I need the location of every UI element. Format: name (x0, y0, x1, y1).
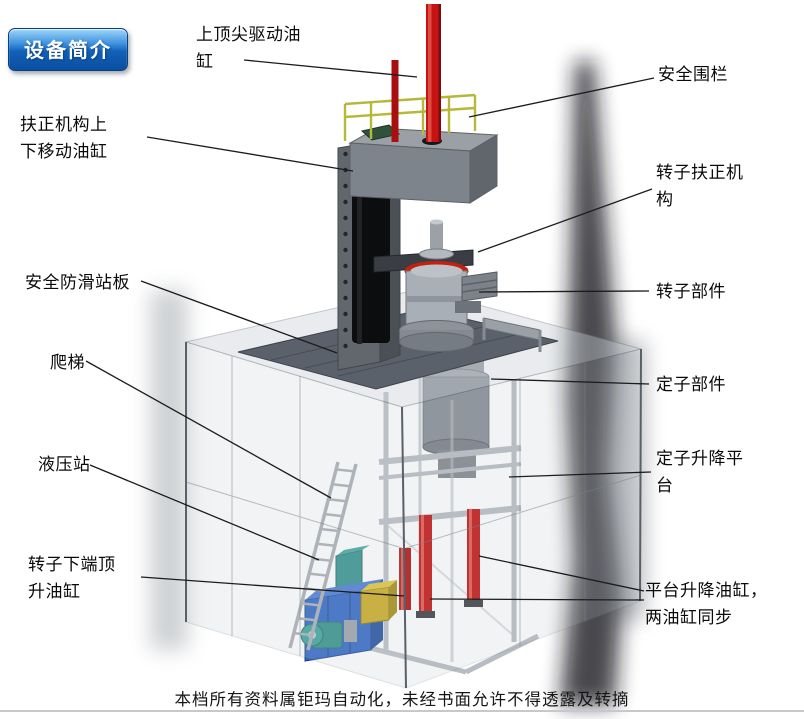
label-rotor-component: 转子部件 (656, 282, 726, 301)
leader-lines (85, 59, 655, 601)
top-drive-cylinder-rod (391, 4, 441, 142)
leader-line (85, 360, 332, 499)
label-ladder: 爬梯 (50, 353, 85, 372)
leader-line (490, 378, 650, 385)
main-column (337, 140, 401, 371)
label-safety-fence: 安全围栏 (658, 65, 728, 84)
label-top-drive-cylinder: 上顶尖驱动油 缸 (196, 25, 301, 71)
rotor-assembly (373, 219, 498, 352)
title-badge: 设备简介 (8, 28, 128, 71)
leader-line (478, 290, 650, 293)
label-platform-lift-cylinders: 平台升降油缸， 两油缸同步 (645, 581, 768, 627)
footer-confidentiality-note: 本档所有资料属钜玛自动化，未经书面允许不得透露及转摘 (174, 690, 630, 709)
leader-line (468, 77, 655, 118)
label-rotor-centering-mechanism: 转子扶正机 构 (656, 163, 744, 209)
bottom-divider (0, 710, 804, 712)
access-ladder (288, 461, 358, 651)
leader-line (429, 598, 645, 601)
leader-line (477, 188, 653, 253)
leader-line (89, 464, 320, 561)
platform-lift-cylinders (416, 509, 483, 618)
leader-line (140, 576, 405, 597)
label-centering-updown-cylinder: 扶正机构上 下移动油缸 (20, 115, 108, 161)
label-antislip-standing-deck: 安全防滑站板 (25, 273, 130, 292)
label-hydraulic-station: 液压站 (38, 455, 91, 474)
leader-line (478, 555, 645, 592)
label-stator-lift-platform: 定子升降平 台 (656, 449, 744, 495)
leader-line (508, 471, 652, 478)
head-assembly (348, 124, 499, 204)
leader-line (243, 59, 418, 78)
leader-line (140, 280, 338, 354)
leader-line (146, 136, 354, 172)
label-rotor-bottom-jack-cylinder: 转子下端顶 升油缸 (28, 555, 116, 601)
label-stator-component: 定子部件 (656, 375, 726, 394)
